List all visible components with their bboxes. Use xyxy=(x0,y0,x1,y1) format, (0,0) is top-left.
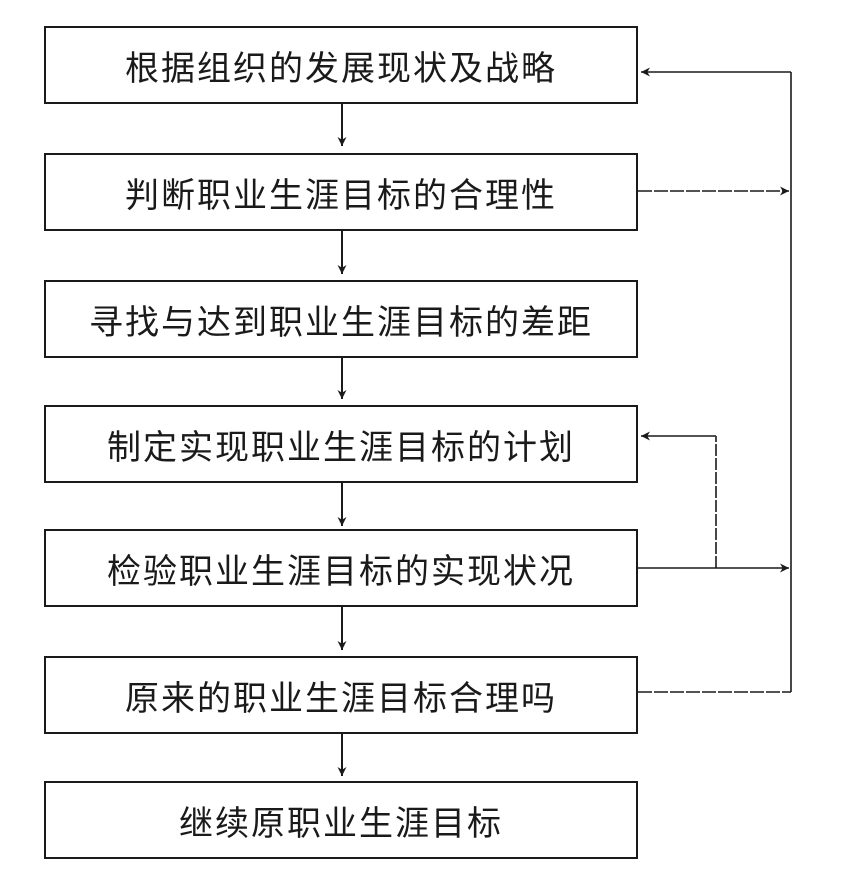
step-label-7: 继续原职业生涯目标 xyxy=(179,803,503,844)
step-label-3: 寻找与达到职业生涯目标的差距 xyxy=(89,302,593,343)
step-box-7: 继续原职业生涯目标 xyxy=(44,781,638,859)
step-label-1: 根据组织的发展现状及战略 xyxy=(125,48,557,89)
step-label-6: 原来的职业生涯目标合理吗 xyxy=(125,678,557,719)
step-box-3: 寻找与达到职业生涯目标的差距 xyxy=(44,280,638,358)
step-label-5: 检验职业生涯目标的实现状况 xyxy=(107,551,575,592)
step-box-1: 根据组织的发展现状及战略 xyxy=(44,26,638,104)
step-box-5: 检验职业生涯目标的实现状况 xyxy=(44,529,638,607)
step-box-4: 制定实现职业生涯目标的计划 xyxy=(44,405,638,483)
step-label-4: 制定实现职业生涯目标的计划 xyxy=(107,427,575,468)
step-box-2: 判断职业生涯目标的合理性 xyxy=(44,153,638,231)
step-label-2: 判断职业生涯目标的合理性 xyxy=(125,175,557,216)
step-box-6: 原来的职业生涯目标合理吗 xyxy=(44,656,638,734)
